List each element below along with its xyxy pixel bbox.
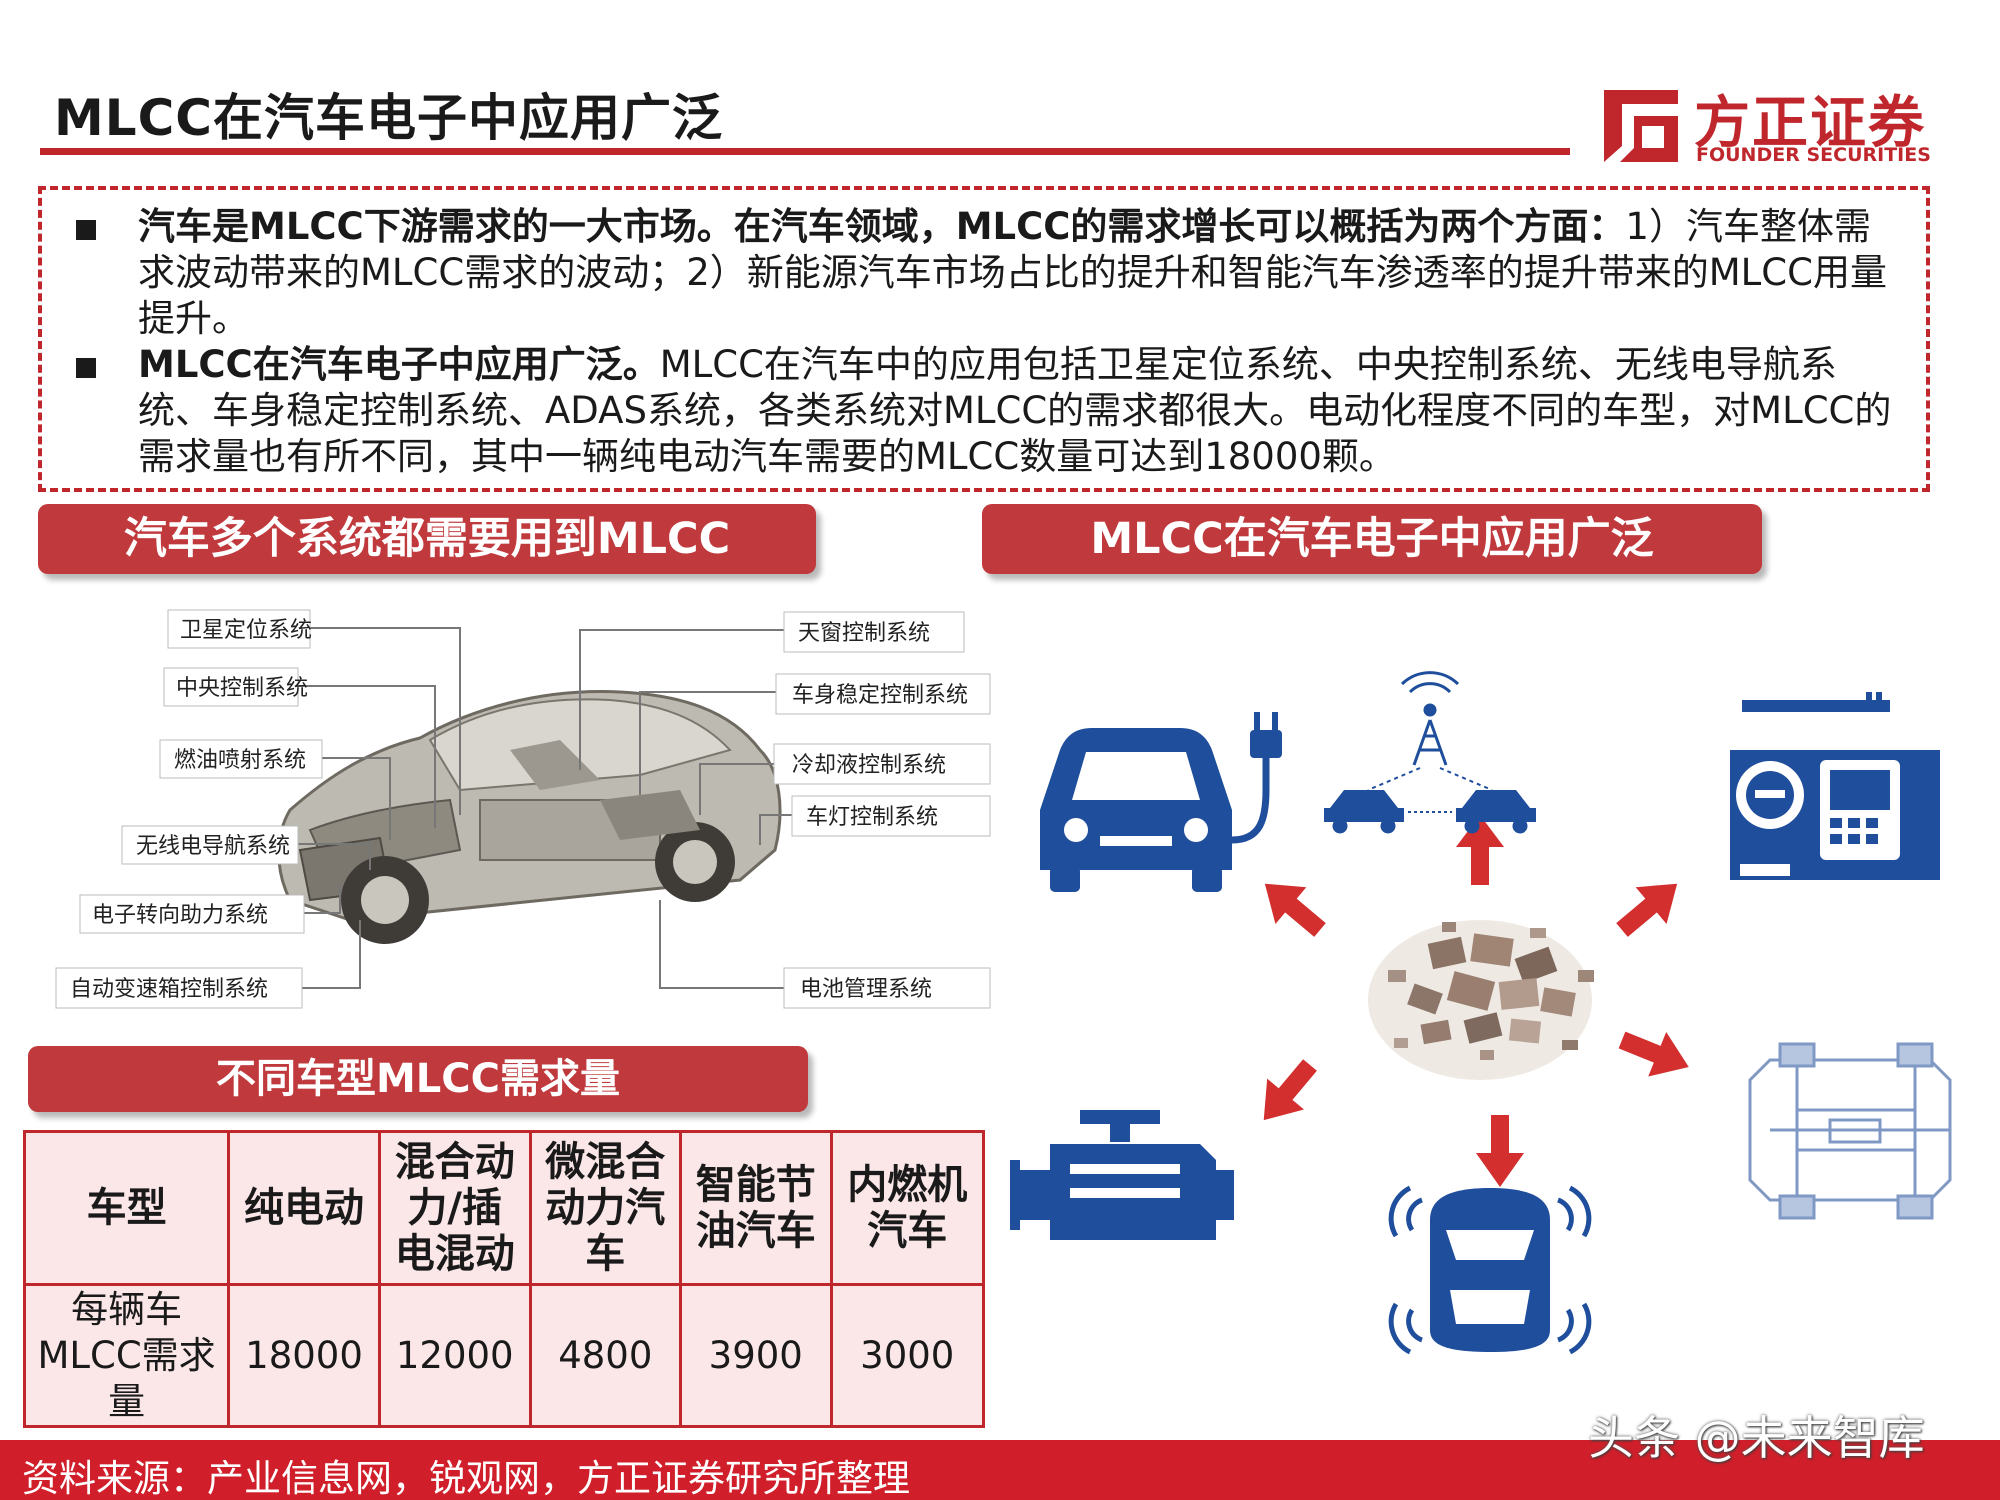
founder-securities-logo: 方正证券 FOUNDER SECURITIES bbox=[1598, 78, 1931, 168]
label-box bbox=[121, 825, 299, 865]
arrow-up bbox=[1471, 845, 1489, 885]
label-central-control: 中央控制系统 bbox=[176, 676, 308, 701]
row-label-mlcc-per-vehicle: 每辆车MLCC需求量 bbox=[22, 1283, 231, 1428]
banner-table-title: 不同车型MLCC需求量 bbox=[28, 1046, 808, 1112]
table-row: 每辆车MLCC需求量 18000 12000 4800 3900 3000 bbox=[22, 1283, 985, 1428]
label-satellite-positioning: 卫星定位系统 bbox=[180, 618, 312, 643]
label-radio-navigation: 无线电导航系统 bbox=[136, 834, 290, 859]
label-box bbox=[775, 673, 991, 715]
v2v-antenna-icon bbox=[1324, 671, 1536, 834]
header-smart-fuel-saving: 智能节油汽车 bbox=[679, 1129, 833, 1287]
banner-car-systems: 汽车多个系统都需要用到MLCC bbox=[38, 504, 816, 574]
dashboard-icon bbox=[1730, 692, 1940, 880]
bullet-1-heading: 汽车是MLCC下游需求的一大市场。在汽车领域，MLCC的需求增长可以概括为两个方… bbox=[138, 205, 1626, 248]
watermark-text: 头条 @未来智库 bbox=[1588, 1411, 1925, 1465]
bullet-square-icon bbox=[76, 220, 96, 240]
founder-logo-mark-icon bbox=[1604, 90, 1678, 162]
label-box bbox=[783, 967, 991, 1009]
label-box bbox=[159, 739, 323, 779]
header-hybrid-phev: 混合动力/插电混动 bbox=[377, 1129, 532, 1287]
footer-bar bbox=[0, 1440, 2000, 1500]
value-hybrid-phev: 12000 bbox=[377, 1283, 532, 1428]
title-divider bbox=[40, 148, 1570, 155]
engine-icon bbox=[1010, 1110, 1234, 1240]
application-hub-diagram bbox=[1010, 671, 1952, 1355]
car-cutaway-illustration bbox=[277, 690, 782, 944]
value-smart-fuel-saving: 3900 bbox=[679, 1283, 833, 1428]
electric-car-icon bbox=[1040, 712, 1282, 892]
arrow-down bbox=[1491, 1115, 1509, 1155]
bullet-2-heading: MLCC在汽车电子中应用广泛。 bbox=[138, 343, 660, 386]
chassis-icon bbox=[1748, 1042, 1952, 1220]
summary-bullet-2: MLCC在汽车电子中应用广泛。MLCC在汽车中的应用包括卫星定位系统、中央控制系… bbox=[68, 342, 1902, 480]
logo-english-text: FOUNDER SECURITIES bbox=[1696, 144, 1931, 166]
car-systems-diagram: 卫星定位系统 中央控制系统 燃油喷射系统 无线电导航系统 电子转向助力系统 自动… bbox=[55, 609, 991, 1009]
label-fuel-injection: 燃油喷射系统 bbox=[174, 748, 306, 773]
arrow-up-right bbox=[1616, 897, 1659, 937]
summary-bullet-1: 汽车是MLCC下游需求的一大市场。在汽车领域，MLCC的需求增长可以概括为两个方… bbox=[68, 204, 1902, 342]
label-box bbox=[79, 894, 305, 934]
page-title: MLCC在汽车电子中应用广泛 bbox=[54, 89, 724, 147]
arrow-up-left bbox=[1283, 897, 1326, 937]
value-ice: 3000 bbox=[829, 1283, 985, 1428]
direction-arrows bbox=[1263, 815, 1689, 1187]
bullet-square-icon bbox=[76, 358, 96, 378]
bullet-1-text: 1）汽车整体需求波动带来的MLCC需求的波动；2）新能源汽车市场占比的提升和智能… bbox=[138, 205, 1887, 340]
header-ice: 内燃机汽车 bbox=[829, 1129, 985, 1287]
label-automatic-transmission: 自动变速箱控制系统 bbox=[70, 977, 268, 1002]
label-body-stability-control: 车身稳定控制系统 bbox=[792, 683, 968, 708]
label-light-control: 车灯控制系统 bbox=[806, 805, 938, 830]
summary-box: 汽车是MLCC下游需求的一大市场。在汽车领域，MLCC的需求增长可以概括为两个方… bbox=[38, 186, 1930, 492]
leader-lines bbox=[298, 627, 816, 989]
label-box bbox=[55, 967, 303, 1009]
label-box bbox=[773, 743, 991, 785]
label-sunroof-control: 天窗控制系统 bbox=[798, 621, 930, 646]
header-mild-hybrid: 微混合动力汽车 bbox=[528, 1129, 683, 1287]
mlcc-demand-table: 车型 纯电动 混合动力/插电混动 微混合动力汽车 智能节油汽车 内燃机汽车 每辆… bbox=[22, 1129, 985, 1428]
bullet-2-text: MLCC在汽车中的应用包括卫星定位系统、中央控制系统、无线电导航系统、车身稳定控… bbox=[138, 343, 1892, 478]
header-bev: 纯电动 bbox=[227, 1129, 381, 1287]
label-box bbox=[167, 609, 311, 649]
label-battery-management: 电池管理系统 bbox=[800, 977, 932, 1002]
logo-chinese-text: 方正证券 bbox=[1694, 91, 1926, 156]
header-vehicle-type: 车型 bbox=[22, 1129, 231, 1287]
arrow-down-left bbox=[1277, 1059, 1317, 1102]
banner-applications: MLCC在汽车电子中应用广泛 bbox=[982, 504, 1762, 574]
arrow-down-right bbox=[1618, 1031, 1663, 1064]
label-electric-power-steering: 电子转向助力系统 bbox=[92, 903, 268, 928]
label-coolant-control: 冷却液控制系统 bbox=[792, 753, 946, 778]
label-box bbox=[783, 611, 965, 653]
radar-car-icon bbox=[1388, 1185, 1592, 1355]
footer-source-text: 资料来源：产业信息网，锐观网，方正证券研究所整理 bbox=[22, 1457, 910, 1500]
value-mild-hybrid: 4800 bbox=[528, 1283, 683, 1428]
mlcc-pile-icon bbox=[1368, 920, 1594, 1080]
label-box bbox=[791, 795, 991, 837]
table-header-row: 车型 纯电动 混合动力/插电混动 微混合动力汽车 智能节油汽车 内燃机汽车 bbox=[22, 1129, 985, 1287]
label-box bbox=[163, 667, 299, 707]
value-bev: 18000 bbox=[227, 1283, 381, 1428]
